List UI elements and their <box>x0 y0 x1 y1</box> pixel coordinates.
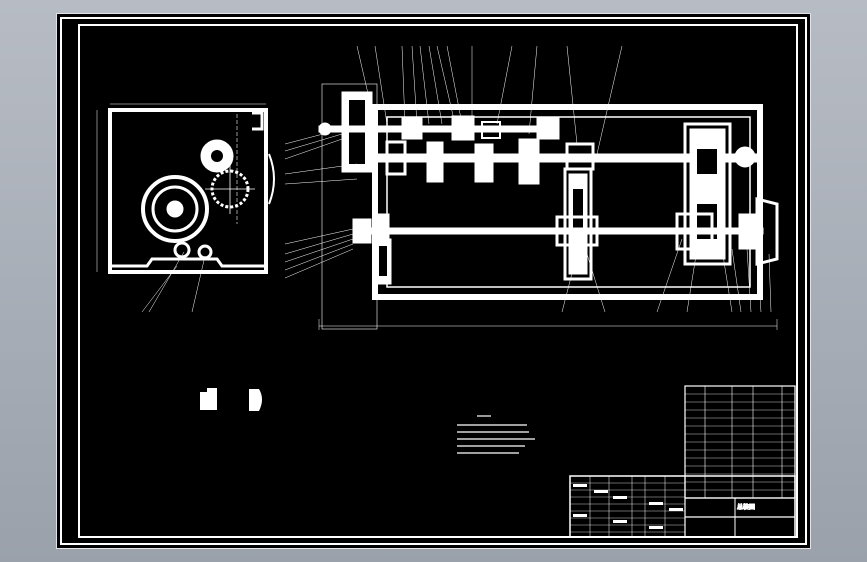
gearbox-section-view <box>284 45 779 330</box>
title-block-scribble <box>573 484 587 487</box>
title-block: 总装图 <box>569 475 796 538</box>
inner-border <box>78 24 798 538</box>
title-block-scribble <box>669 508 683 511</box>
title-block-scribble <box>613 496 627 499</box>
detail-views <box>200 388 262 411</box>
title-block-scribble <box>613 520 627 523</box>
title-block-title: 总装图 <box>737 503 755 511</box>
title-block-scribble <box>573 514 587 517</box>
title-block-scribble <box>649 502 663 505</box>
side-end-view <box>96 103 275 313</box>
parts-list <box>684 385 796 499</box>
cad-drawing: 总装图 <box>60 17 807 545</box>
outer-border <box>60 17 807 545</box>
title-block-scribble <box>649 526 663 529</box>
title-block-scribble <box>594 490 608 493</box>
tech-requirements <box>457 415 535 454</box>
